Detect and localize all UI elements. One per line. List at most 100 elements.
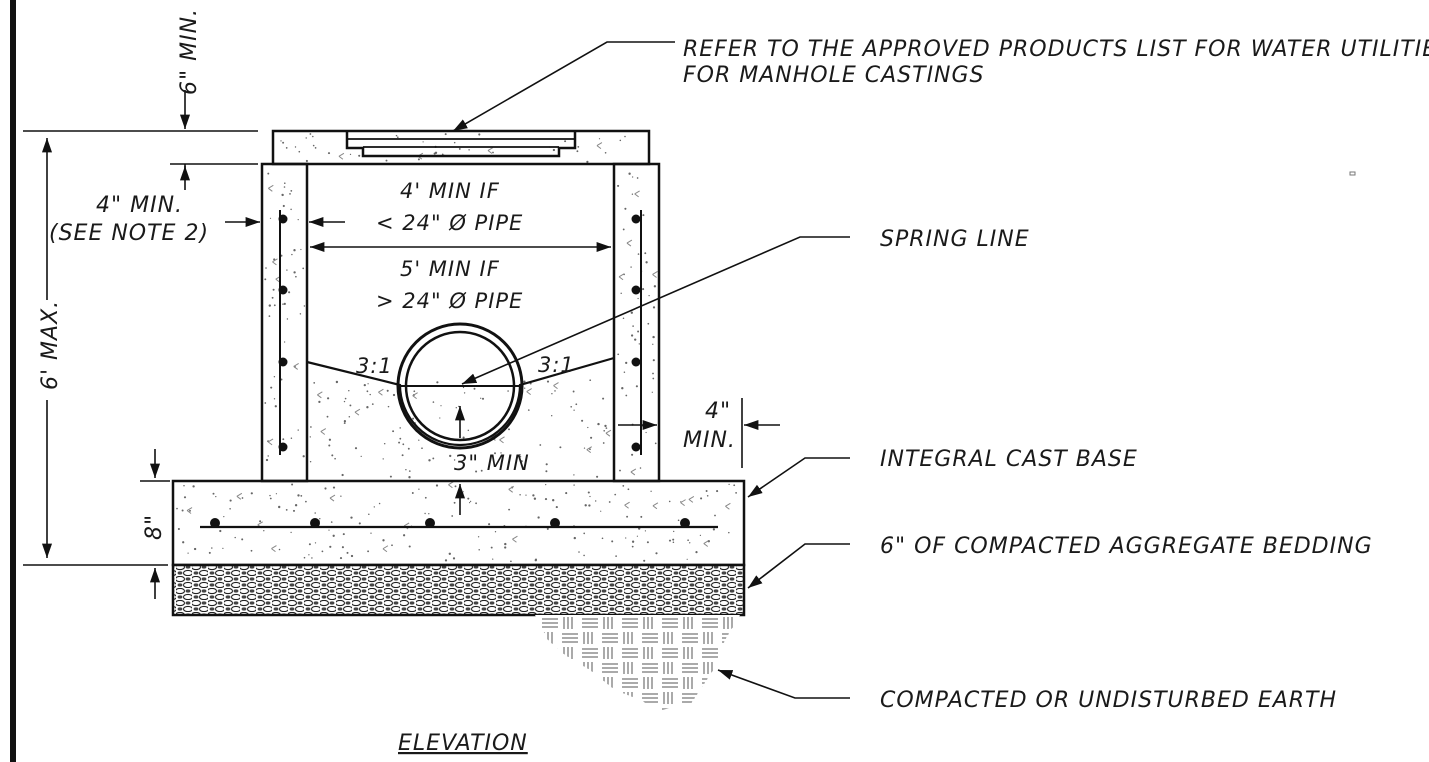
concrete-dot bbox=[250, 492, 253, 495]
concrete-dot bbox=[617, 184, 620, 187]
concrete-dot bbox=[475, 502, 477, 505]
concrete-dot bbox=[314, 147, 317, 149]
concrete-dot bbox=[578, 551, 580, 553]
concrete-dot bbox=[309, 460, 312, 463]
concrete-dot bbox=[467, 497, 470, 500]
concrete-dot bbox=[264, 402, 267, 404]
concrete-dot bbox=[399, 427, 401, 429]
concrete-dot bbox=[389, 475, 392, 478]
concrete-dot bbox=[632, 325, 634, 327]
concrete-dot bbox=[625, 537, 627, 539]
concrete-dot bbox=[241, 497, 244, 499]
dim-four-min-right-line1: 4" bbox=[705, 399, 731, 424]
concrete-dot bbox=[520, 460, 523, 463]
concrete-dot bbox=[326, 415, 329, 418]
concrete-dot bbox=[622, 228, 625, 231]
concrete-dot bbox=[655, 552, 658, 555]
concrete-dot bbox=[705, 490, 708, 492]
concrete-dot bbox=[264, 278, 267, 281]
concrete-dot bbox=[402, 534, 406, 537]
concrete-dot bbox=[341, 546, 344, 549]
concrete-aggregate-mark bbox=[448, 481, 454, 489]
concrete-dot bbox=[573, 536, 576, 540]
concrete-dot bbox=[652, 359, 655, 362]
concrete-dot bbox=[412, 417, 415, 420]
concrete-dot bbox=[229, 508, 231, 510]
concrete-dot bbox=[444, 559, 448, 562]
concrete-dot bbox=[533, 497, 537, 500]
concrete-dot bbox=[399, 437, 402, 440]
concrete-dot bbox=[598, 138, 601, 140]
concrete-dot bbox=[706, 495, 709, 497]
concrete-dot bbox=[219, 529, 222, 533]
concrete-dot bbox=[285, 147, 288, 149]
concrete-dot bbox=[625, 394, 628, 397]
concrete-dot bbox=[300, 248, 302, 251]
concrete-dot bbox=[636, 177, 639, 179]
concrete-dot bbox=[673, 530, 675, 533]
concrete-dot bbox=[305, 500, 307, 503]
concrete-dot bbox=[494, 452, 496, 455]
concrete-aggregate-mark bbox=[652, 271, 658, 278]
concrete-dot bbox=[421, 447, 423, 450]
concrete-dot bbox=[439, 417, 441, 419]
concrete-dot bbox=[313, 382, 316, 384]
concrete-dot bbox=[451, 515, 454, 517]
concrete-dot bbox=[294, 504, 298, 507]
concrete-dot bbox=[222, 547, 224, 550]
concrete-aggregate-mark bbox=[320, 428, 327, 435]
concrete-dot bbox=[273, 376, 276, 378]
concrete-dot bbox=[631, 193, 634, 195]
concrete-dot bbox=[648, 294, 650, 297]
concrete-dot bbox=[714, 514, 716, 517]
concrete-dot bbox=[422, 141, 424, 143]
concrete-dot bbox=[283, 302, 286, 305]
concrete-dot bbox=[435, 484, 439, 487]
concrete-dot bbox=[436, 381, 439, 384]
concrete-dot bbox=[510, 560, 512, 563]
concrete-dot bbox=[366, 390, 369, 393]
concrete-dot bbox=[654, 442, 657, 445]
aggregate-bedding bbox=[171, 563, 746, 617]
concrete-dot bbox=[695, 551, 698, 554]
edge-mark bbox=[1349, 171, 1356, 176]
concrete-dot bbox=[646, 541, 649, 544]
concrete-dot bbox=[596, 475, 599, 478]
concrete-dot bbox=[628, 172, 631, 175]
concrete-dot bbox=[597, 422, 600, 426]
concrete-dot bbox=[635, 385, 638, 388]
concrete-dot bbox=[468, 149, 470, 151]
concrete-dot bbox=[369, 393, 371, 396]
concrete-dot bbox=[282, 303, 284, 305]
concrete-dot bbox=[689, 542, 691, 544]
concrete-dot bbox=[637, 253, 640, 255]
concrete-dot bbox=[604, 424, 607, 428]
bedding-label: 6" OF COMPACTED AGGREGATE BEDDING bbox=[880, 534, 1373, 559]
concrete-dot bbox=[631, 453, 634, 456]
earth-hatch bbox=[535, 615, 740, 710]
concrete-dot bbox=[274, 405, 277, 408]
concrete-dot bbox=[728, 483, 730, 486]
slope-right-label: 3:1 bbox=[538, 353, 575, 377]
dim-four-min-right-line2: MIN. bbox=[683, 428, 736, 453]
concrete-dot bbox=[608, 501, 611, 503]
concrete-dot bbox=[551, 415, 553, 417]
concrete-dot bbox=[344, 397, 347, 400]
concrete-dot bbox=[305, 137, 307, 139]
concrete-dot bbox=[623, 371, 626, 373]
concrete-dot bbox=[545, 470, 548, 473]
concrete-dot bbox=[330, 521, 333, 523]
concrete-dot bbox=[573, 409, 575, 411]
concrete-dot bbox=[494, 531, 497, 533]
concrete-dot bbox=[519, 493, 521, 496]
castings-note-line2: FOR MANHOLE CASTINGS bbox=[683, 63, 985, 88]
concrete-dot bbox=[622, 485, 625, 487]
concrete-dot bbox=[282, 141, 285, 144]
dim-width-2-line1: 5' MIN IF bbox=[400, 257, 500, 281]
concrete-dot bbox=[367, 383, 369, 385]
concrete-dot bbox=[340, 495, 342, 497]
concrete-dot bbox=[286, 318, 289, 320]
castings-note-line1: REFER TO THE APPROVED PRODUCTS LIST FOR … bbox=[683, 37, 1429, 62]
concrete-aggregate-mark bbox=[236, 492, 243, 500]
concrete-aggregate-mark bbox=[268, 184, 274, 192]
